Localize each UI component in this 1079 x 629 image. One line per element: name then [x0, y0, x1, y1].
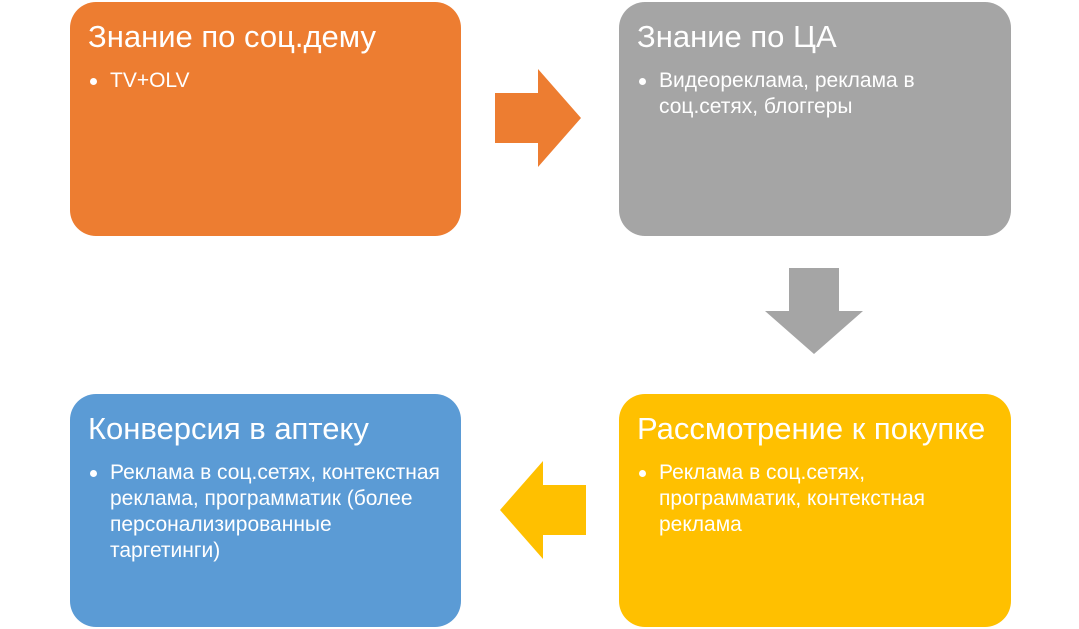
- stage-bullet: TV+OLV: [88, 68, 443, 94]
- stage-box-awareness-target: Знание по ЦА Видеореклама, реклама в соц…: [619, 2, 1011, 236]
- stage-bullet-text: Видеореклама, реклама в соц.сетях, блогг…: [659, 69, 915, 118]
- bullet-dot-icon: [639, 470, 646, 477]
- stage-box-conversion: Конверсия в аптеку Реклама в соц.сетях, …: [70, 394, 461, 627]
- stage-bullet-list: Реклама в соц.сетях, программатик, конте…: [637, 460, 993, 538]
- stage-title: Рассмотрение к покупке: [637, 411, 986, 446]
- stage-title: Знание по ЦА: [637, 19, 837, 54]
- stage-bullet-text: Реклама в соц.сетях, контекстная реклама…: [110, 461, 440, 562]
- stage-bullet-text: TV+OLV: [110, 69, 190, 92]
- stage-bullet-list: Реклама в соц.сетях, контекстная реклама…: [88, 460, 443, 564]
- stage-box-consideration: Рассмотрение к покупке Реклама в соц.сет…: [619, 394, 1011, 627]
- stage-bullet: Реклама в соц.сетях, контекстная реклама…: [88, 460, 443, 564]
- arrow-down-icon: [765, 268, 863, 354]
- stage-box-awareness-sociodemo: Знание по соц.дему TV+OLV: [70, 2, 461, 236]
- bullet-dot-icon: [90, 78, 97, 85]
- arrow-left-icon: [500, 461, 586, 559]
- stage-bullet: Реклама в соц.сетях, программатик, конте…: [637, 460, 993, 538]
- stage-bullet: Видеореклама, реклама в соц.сетях, блогг…: [637, 68, 993, 120]
- stage-bullet-list: TV+OLV: [88, 68, 443, 94]
- stage-bullet-text: Реклама в соц.сетях, программатик, конте…: [659, 461, 925, 536]
- bullet-dot-icon: [639, 78, 646, 85]
- stage-bullet-list: Видеореклама, реклама в соц.сетях, блогг…: [637, 68, 993, 120]
- bullet-dot-icon: [90, 470, 97, 477]
- stage-title: Знание по соц.дему: [88, 19, 376, 54]
- stage-title: Конверсия в аптеку: [88, 411, 369, 446]
- arrow-right-icon: [495, 69, 581, 167]
